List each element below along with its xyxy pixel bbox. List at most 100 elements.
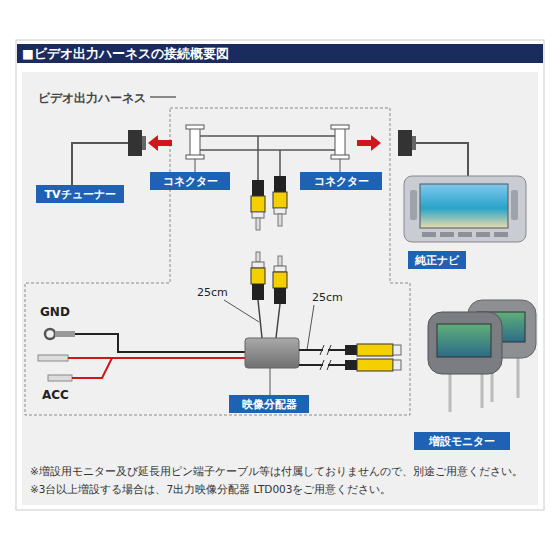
navi-plug-tip [412, 136, 416, 150]
terminal-sleeve [55, 331, 75, 337]
navi-screen [420, 184, 508, 228]
acc-terminal [38, 355, 68, 361]
label-text: 純正ナビ [415, 253, 459, 268]
rca-boot [274, 288, 286, 304]
connector-body [190, 128, 200, 156]
navi-wire [416, 143, 468, 176]
jack-ring [393, 360, 401, 370]
label-text: TVチューナー [44, 187, 115, 202]
rca-yellow [251, 196, 265, 212]
leader-line [195, 159, 196, 172]
break-mark [320, 345, 324, 355]
jack-boot [345, 360, 357, 370]
rca-yellow [251, 268, 265, 284]
headrest-monitor [428, 312, 502, 374]
gnd-wire [75, 334, 245, 352]
rca-ring [274, 208, 286, 214]
leader-line [224, 300, 259, 322]
leader-line [307, 305, 314, 350]
part-label: ACC [42, 388, 69, 402]
connector-tab [331, 155, 349, 159]
note-text: ※増設用モニター及び延長用ピン端子ケーブル等は付属しておりませんので、別途ご用意… [30, 465, 523, 479]
rca-pin [278, 256, 282, 266]
distributor-box [245, 338, 299, 368]
red-arrow [148, 135, 172, 151]
harness-wire [200, 135, 335, 137]
label-text: 増設モニター [429, 434, 495, 449]
part-label: 25cm [197, 286, 228, 299]
navi-button [476, 232, 490, 237]
panel [22, 72, 538, 505]
red-arrow [357, 135, 381, 151]
connector-tab [331, 125, 349, 129]
headrest-post [449, 372, 452, 412]
jack-boot [345, 345, 357, 355]
break-mark [327, 360, 331, 370]
navi-button [458, 232, 472, 237]
header-band [17, 44, 543, 63]
headrest-post [481, 372, 484, 408]
acc-wire [72, 358, 112, 378]
navi-button [440, 232, 454, 237]
rca-pin [256, 218, 260, 230]
rca-wire [257, 136, 259, 180]
label-text: コネクター [163, 174, 218, 189]
rca-pin [278, 214, 282, 226]
header-title: ■ビデオ出力ハーネスの接続概要図 [22, 45, 229, 62]
rca-boot [274, 176, 286, 192]
rca-ring [252, 262, 264, 268]
label-box: コネクター [150, 172, 230, 190]
navi-knob [511, 190, 518, 220]
jack-ring [393, 345, 401, 355]
acc-terminal [48, 375, 72, 381]
navi-plug [398, 130, 412, 156]
tuner-plug-tip [142, 136, 146, 150]
cable-break [323, 344, 328, 370]
rca-ring [274, 266, 286, 272]
break-mark [320, 360, 324, 370]
leader-line [270, 368, 271, 395]
label-box: TVチューナー [36, 185, 124, 203]
monitor-screen [437, 324, 491, 357]
harness-wire [200, 149, 335, 151]
headrest-post [517, 356, 520, 398]
ring-terminal [45, 329, 55, 339]
acc-wire [68, 357, 245, 359]
rca-cable [276, 304, 280, 338]
label-text: 映像分配器 [242, 397, 297, 412]
label-box: コネクター [300, 172, 382, 190]
navi-knob [410, 190, 417, 220]
leader-line [340, 159, 341, 172]
rca-cable [258, 300, 262, 338]
connector-tab [186, 125, 204, 129]
part-label: GND [40, 305, 70, 319]
connector-tab [186, 155, 204, 159]
part-label: 25cm [312, 291, 343, 304]
part-label: ビデオ出力ハーネス [38, 90, 146, 107]
tuner-plug [128, 130, 142, 156]
rca-boot [252, 180, 264, 196]
rca-ring [252, 212, 264, 218]
label-box: 映像分配器 [229, 395, 309, 413]
tuner-wire [72, 143, 128, 185]
rca-pin [256, 252, 260, 262]
rca-yellow [273, 192, 287, 208]
connector-body [335, 128, 345, 156]
navi-button [422, 232, 436, 237]
rca-wire [279, 150, 281, 176]
jack-yellow [357, 344, 393, 356]
title-rule [150, 96, 176, 98]
jack-yellow [357, 359, 393, 371]
navi-bezel [404, 176, 526, 242]
outer-frame [16, 40, 544, 510]
label-box: 純正ナビ [408, 251, 466, 269]
note-text: ※3台以上増設する場合は、7出力映像分配器 LTD003をご用意ください。 [30, 483, 391, 497]
label-text: コネクター [314, 174, 369, 189]
harness-dashed-outline [25, 108, 410, 415]
navi-button [494, 232, 508, 237]
rca-boot [252, 284, 264, 300]
label-box: 増設モニター [414, 432, 510, 450]
break-mark [327, 345, 331, 355]
